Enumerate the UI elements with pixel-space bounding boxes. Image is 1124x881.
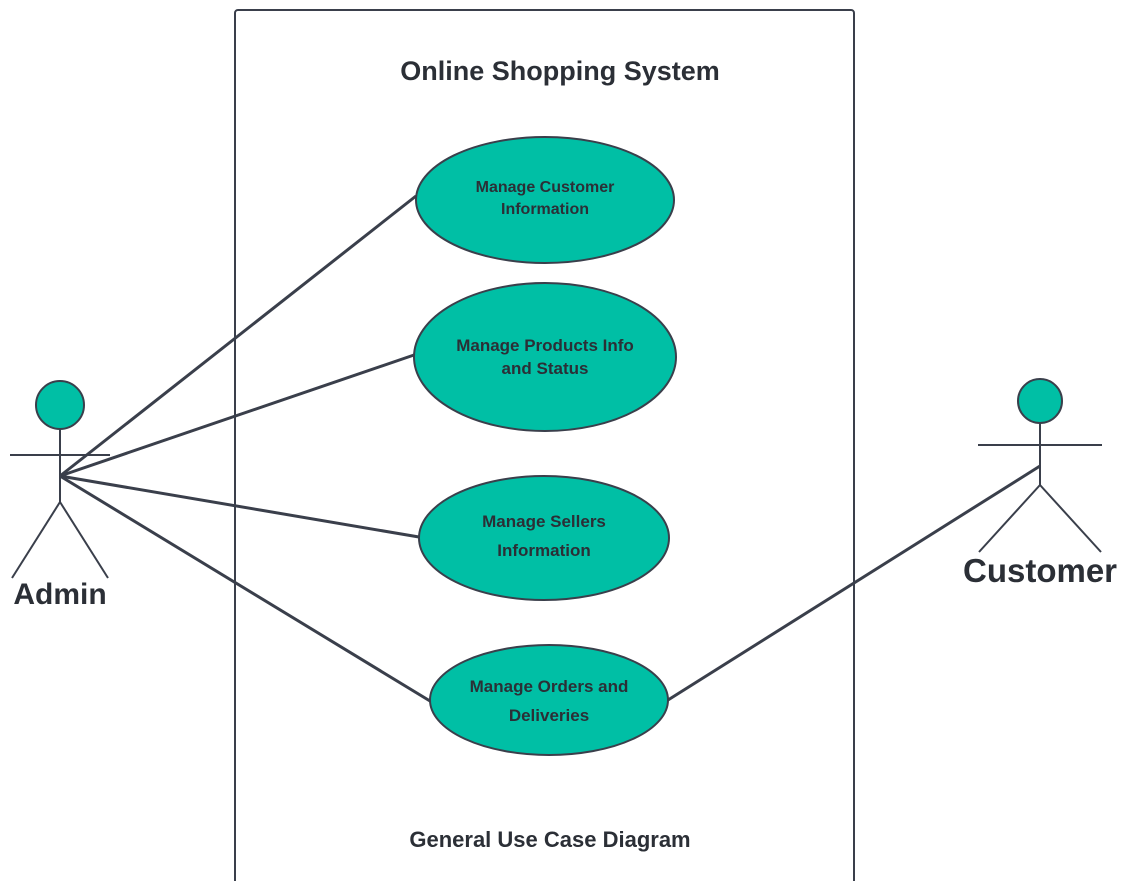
use-case-manage-sellers-info[interactable]: Manage Sellers Information — [418, 475, 670, 601]
associations — [59, 194, 1041, 703]
diagram-caption: General Use Case Diagram — [409, 827, 690, 852]
stick-figure-icon — [978, 423, 1102, 553]
association-admin-manage-products — [59, 353, 415, 478]
use-case-shape — [418, 475, 670, 601]
system-title: Online Shopping System — [400, 56, 720, 86]
use-case-manage-orders-deliveries[interactable]: Manage Orders and Deliveries — [429, 644, 669, 756]
use-case-shape — [413, 282, 677, 432]
use-case-shape — [415, 136, 675, 264]
actor-name: Admin — [13, 578, 106, 611]
use-case-label-line-2: and Status — [502, 359, 589, 378]
use-case-label-line-1: Manage Orders and — [470, 677, 629, 696]
association-admin-manage-sellers — [59, 474, 420, 539]
use-case-label-line-1: Manage Products Info — [456, 336, 634, 355]
actor-admin[interactable]: Admin — [10, 380, 110, 611]
association-customer-manage-orders — [667, 464, 1041, 702]
system-boundary — [234, 9, 855, 881]
association-admin-manage-orders — [59, 474, 431, 703]
use-case-label-line-1: Manage Customer — [476, 179, 615, 196]
stick-figure-icon — [10, 429, 110, 579]
use-case-label-line-2: Information — [497, 541, 591, 560]
use-case-label-line-1: Manage Sellers — [482, 512, 606, 531]
actor-head — [1017, 378, 1063, 424]
use-case-manage-products-info[interactable]: Manage Products Info and Status — [413, 282, 677, 432]
use-case-label-line-2: Deliveries — [509, 706, 589, 725]
use-case-label-line-2: Information — [501, 201, 589, 218]
actor-name: Customer — [963, 552, 1117, 589]
actor-customer[interactable]: Customer — [963, 378, 1117, 589]
use-case-shape — [429, 644, 669, 756]
use-case-manage-customer-info[interactable]: Manage Customer Information — [415, 136, 675, 264]
actor-head — [35, 380, 85, 430]
association-admin-manage-customer-info — [59, 194, 417, 478]
